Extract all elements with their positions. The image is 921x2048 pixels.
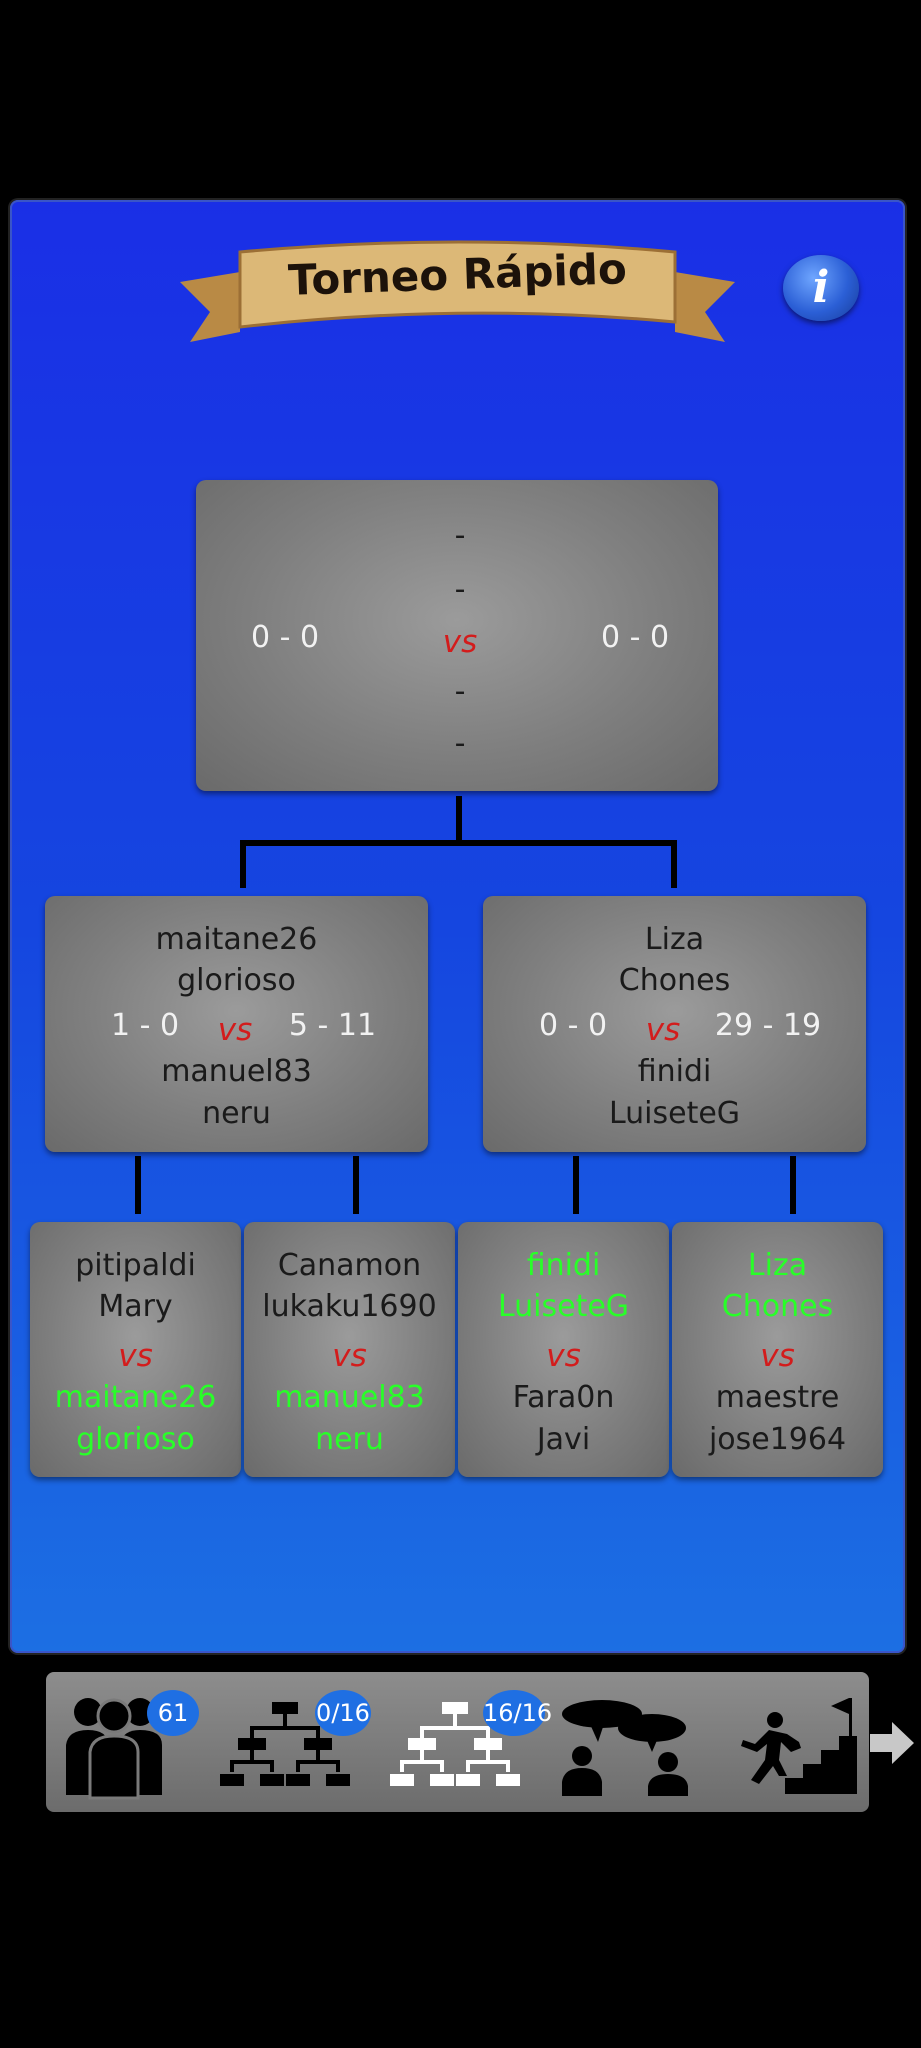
players-icon[interactable]	[58, 1690, 170, 1800]
q1-top2: Mary	[98, 1289, 173, 1324]
final-match-box[interactable]	[196, 480, 718, 791]
bracket-icon[interactable]	[220, 1702, 350, 1790]
final-vs: vs	[442, 624, 478, 660]
connector	[671, 840, 677, 888]
next-arrow-icon[interactable]	[870, 1720, 915, 1766]
q4-bottom1: maestre	[715, 1380, 840, 1415]
q2-bottom2: neru	[315, 1422, 384, 1457]
q2-bottom1: manuel83	[274, 1380, 425, 1415]
q2-vs: vs	[332, 1338, 367, 1374]
q3-bottom2: Javi	[536, 1422, 591, 1457]
semi-left-score-right: 5 - 11	[288, 1008, 377, 1043]
quarterfinal-box-2[interactable]	[244, 1222, 455, 1477]
connector	[573, 1156, 579, 1214]
info-button[interactable]: i	[783, 255, 859, 321]
semi-left-score-left: 1 - 0	[110, 1008, 180, 1043]
climb-stairs-icon[interactable]	[735, 1698, 857, 1794]
semi-left-p3: manuel83	[161, 1054, 312, 1089]
connector	[240, 840, 677, 846]
semi-right-score-right: 29 - 19	[714, 1008, 822, 1043]
final-top2: -	[454, 572, 466, 607]
bracket-count-badge: 0/16	[315, 1690, 371, 1736]
q3-bottom1: Fara0n	[512, 1380, 615, 1415]
semi-right-p2: Chones	[618, 963, 731, 998]
connector	[135, 1156, 141, 1214]
quarterfinal-box-3[interactable]	[458, 1222, 669, 1477]
q4-top2: Chones	[721, 1289, 834, 1324]
semi-left-p2: glorioso	[177, 963, 296, 998]
q1-bottom1: maitane26	[54, 1380, 217, 1415]
final-bottom1: -	[454, 674, 466, 709]
final-top1: -	[454, 518, 466, 553]
q4-top1: Liza	[747, 1248, 808, 1283]
bracket-white-icon[interactable]	[390, 1702, 520, 1790]
final-score-right: 0 - 0	[600, 620, 670, 655]
q1-top1: pitipaldi	[75, 1248, 196, 1283]
q3-vs: vs	[546, 1338, 581, 1374]
quarterfinal-box-4[interactable]	[672, 1222, 883, 1477]
q3-top1: finidi	[526, 1248, 601, 1283]
q2-top1: Canamon	[277, 1248, 422, 1283]
final-score-left: 0 - 0	[250, 620, 320, 655]
final-bottom2: -	[454, 726, 466, 761]
quarterfinal-box-1[interactable]	[30, 1222, 241, 1477]
semi-left-p4: neru	[202, 1096, 271, 1131]
q4-bottom2: jose1964	[708, 1422, 847, 1457]
q2-top2: lukaku1690	[262, 1289, 437, 1324]
semi-right-p1: Liza	[644, 922, 705, 957]
connector	[240, 840, 246, 888]
title-banner	[180, 240, 735, 342]
q1-bottom2: glorioso	[76, 1422, 195, 1457]
semifinal-right-box[interactable]	[483, 896, 866, 1152]
semi-right-p4: LuiseteG	[608, 1096, 741, 1131]
semi-right-score-left: 0 - 0	[538, 1008, 608, 1043]
players-count-badge: 61	[147, 1690, 199, 1736]
q4-vs: vs	[760, 1338, 795, 1374]
q3-top2: LuiseteG	[497, 1289, 630, 1324]
semi-left-vs: vs	[217, 1012, 253, 1048]
semi-right-p3: finidi	[637, 1054, 712, 1089]
connector	[790, 1156, 796, 1214]
connector	[353, 1156, 359, 1214]
connector	[456, 796, 462, 842]
q1-vs: vs	[118, 1338, 153, 1374]
bracket-complete-badge: 16/16	[483, 1690, 552, 1736]
chat-icon[interactable]	[560, 1696, 690, 1796]
semifinal-left-box[interactable]	[45, 896, 428, 1152]
semi-right-vs: vs	[645, 1012, 681, 1048]
semi-left-p1: maitane26	[155, 922, 318, 957]
